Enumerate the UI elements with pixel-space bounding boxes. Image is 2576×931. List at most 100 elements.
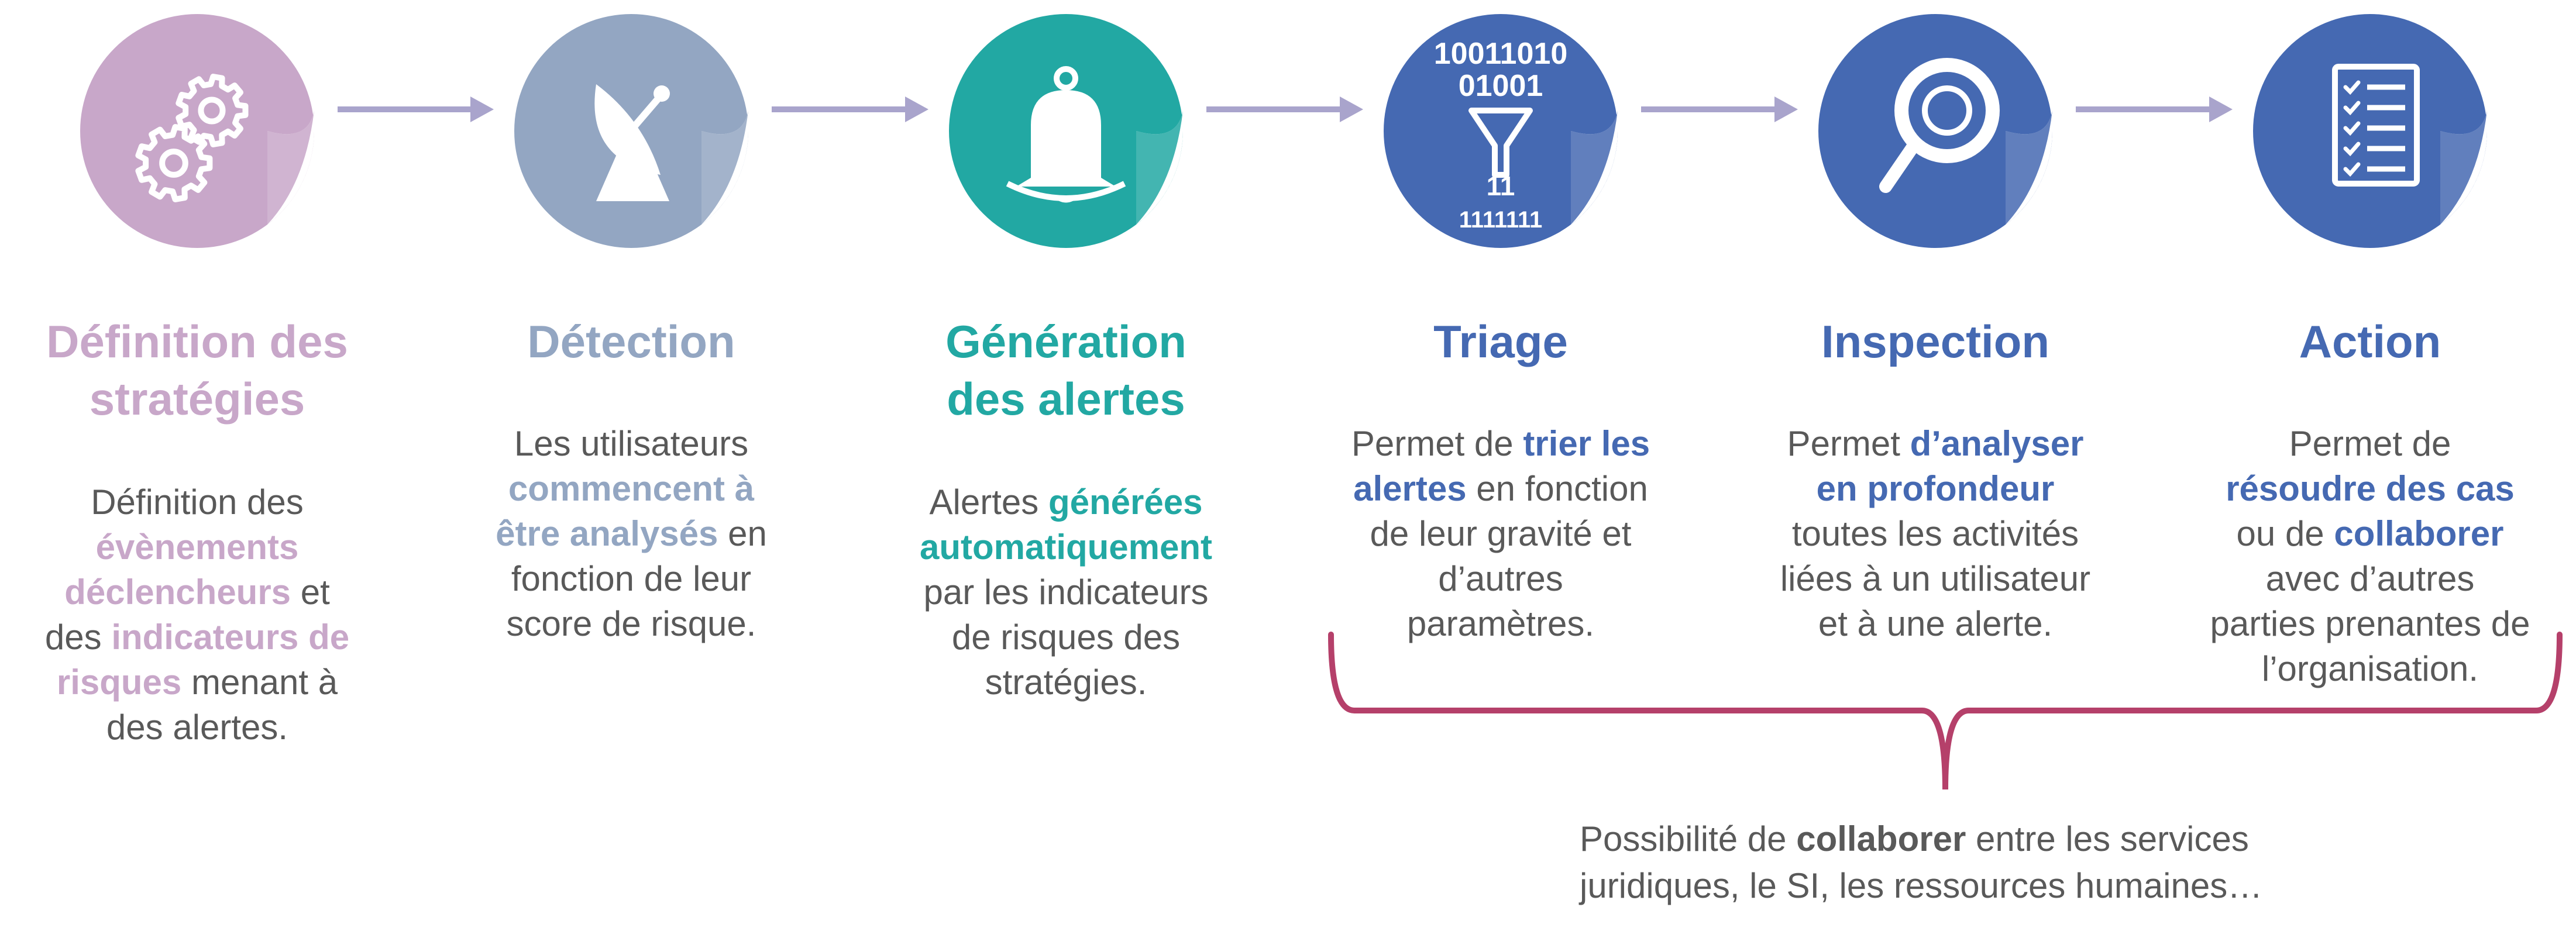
note-text: Possibilité de [1580,819,1797,858]
desc-line: l’organisation. [2195,646,2546,691]
desc-line: d’autres [1325,556,1676,601]
desc-line: de risques des [890,615,1241,660]
desc-line: Définition des [22,480,373,525]
note-text: juridiques, le SI, les ressources humain… [1580,866,2263,905]
desc-text: fonction de leur [511,559,752,598]
flow-arrow [1206,96,1363,122]
step-title-line: Définition des [46,316,348,367]
step-description: Alertes générées automatiquement par les i… [890,480,1241,705]
desc-line: score de risque. [456,601,807,646]
desc-line: parties prenantes de [2195,601,2546,646]
desc-highlight: d’analyser [1910,424,2084,463]
step-title: Inspection [1742,313,2128,370]
flow-arrow [1641,96,1798,122]
step-title-line: Détection [527,316,735,367]
desc-line: alertes en fonction [1325,466,1676,511]
desc-text: d’autres [1438,559,1563,598]
desc-text: Les utilisateurs [514,424,749,463]
desc-text: Permet de [2289,424,2451,463]
desc-line: en profondeur [1760,466,2111,511]
desc-text: en [718,514,767,553]
desc-text: menant à [181,663,338,702]
desc-text: de risques des [951,618,1181,657]
binary-digits: 10011010 [1434,37,1568,71]
desc-highlight: résoudre des cas [2226,469,2515,508]
desc-text: parties prenantes de [2210,604,2530,643]
desc-line: par les indicateurs [890,570,1241,615]
desc-highlight: générées [1048,482,1203,522]
step-title-line: stratégies [89,373,305,425]
step-title: Définition des stratégies [4,313,390,427]
desc-text: liées à un utilisateur [1780,559,2091,598]
desc-text: Permet de [1351,424,1523,463]
gears-icon [135,74,249,202]
desc-text: avec d’autres [2265,559,2475,598]
desc-line: des indicateurs de [22,615,373,660]
step-title-line: Action [2299,316,2441,367]
note-line: Possibilité de collaborer entre les serv… [1580,816,2317,863]
flow-arrow [2076,96,2233,122]
desc-text: ou de [2236,514,2334,553]
desc-text: et à une alerte. [1818,604,2053,643]
desc-text: Alertes [929,482,1048,522]
desc-text: Définition des [91,482,304,522]
desc-line: être analysés en [456,511,807,556]
step-title-line: Triage [1433,316,1568,367]
desc-line: liées à un utilisateur [1760,556,2111,601]
magnifier-icon [1879,58,2000,193]
grouping-brace [1328,632,2563,790]
desc-text: paramètres. [1406,604,1595,643]
desc-line: déclencheurs et [22,570,373,615]
desc-highlight: être analysés [496,514,718,553]
binary-digits: 1111111 [1459,207,1542,233]
step-title-line: Génération [945,316,1186,367]
desc-text: par les indicateurs [923,573,1209,612]
step-badge [1818,14,2052,248]
desc-text: score de risque. [506,604,756,643]
desc-line: évènements [22,525,373,570]
desc-line: fonction de leur [456,556,807,601]
desc-text: toutes les activités [1791,514,2079,553]
desc-text: Permet [1787,424,1910,463]
desc-highlight: alertes [1353,469,1467,508]
step-badge [514,14,748,248]
note-line: juridiques, le SI, les ressources humain… [1580,863,2317,909]
desc-line: des alertes. [22,705,373,750]
desc-line: paramètres. [1325,601,1676,646]
desc-highlight: risques [56,663,182,702]
checklist-icon [2332,64,2420,187]
bell-icon [1006,66,1126,203]
step-badge [949,14,1183,248]
desc-highlight: indicateurs de [111,618,350,657]
desc-highlight: évènements [95,527,299,567]
desc-line: Les utilisateurs [456,421,807,466]
desc-text: l’organisation. [2261,649,2479,688]
desc-text: stratégies. [985,663,1147,702]
satellite-dish-icon [594,84,670,201]
desc-line: stratégies. [890,660,1241,705]
desc-line: résoudre des cas [2195,466,2546,511]
desc-line: automatiquement [890,525,1241,570]
desc-line: Permet de [2195,421,2546,466]
desc-line: risques menant à [22,660,373,705]
desc-highlight: collaborer [2334,514,2504,553]
desc-text: des alertes. [106,708,288,747]
desc-text: et [291,573,330,612]
step-title: Détection [438,313,824,370]
step-title: Triage [1308,313,1694,370]
step-badge [80,14,314,248]
desc-line: avec d’autres [2195,556,2546,601]
desc-line: ou de collaborer [2195,511,2546,556]
collaboration-note: Possibilité de collaborer entre les serv… [1580,816,2317,909]
desc-highlight: automatiquement [919,527,1213,567]
desc-line: Permet de trier les [1325,421,1676,466]
step-badge [2253,14,2487,248]
note-text: entre les services [1966,819,2249,858]
